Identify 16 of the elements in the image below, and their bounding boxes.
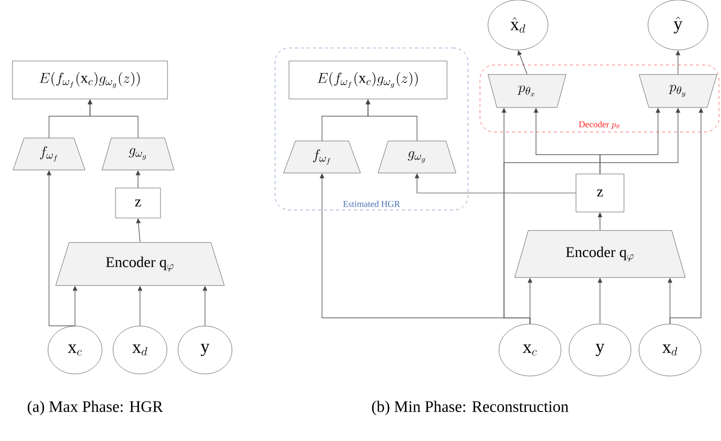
group-label: $\mathrm{Decoder}\ p_{\theta}$	[578, 121, 620, 129]
formula-box: $E(f_{\omega_f}(\mathrm{x}_c)g_{\omega_g}(z))$	[12, 60, 168, 100]
encoder-block: $\mathrm{Encoder}\ \mathrm{q}_{\varphi}$	[514, 230, 686, 278]
network-block: $g_{\omega_g}$	[102, 138, 174, 170]
encoder-block: $\mathrm{Encoder}\ \mathrm{q}_{\varphi}$	[56, 242, 225, 286]
caption: (a) Max Phase: HGR	[28, 400, 163, 416]
latent-box: $\mathrm{z}$	[115, 188, 161, 218]
network-block: $g_{\omega_g}$	[378, 140, 456, 174]
group-label: Estimated HGR	[343, 200, 400, 207]
network-block: $f_{\omega_f}$	[12, 138, 86, 170]
decoder-block: $p_{\theta_y}$	[638, 74, 718, 108]
network-block: $f_{\omega_f}$	[283, 140, 361, 174]
formula-box: $E(f_{\omega_f}(\mathrm{x}_c)g_{\omega_g}(z))$	[288, 60, 448, 100]
caption: (b) Min Phase: Reconstruction	[372, 400, 568, 416]
decoder-block: $p_{\theta_x}$	[488, 74, 566, 108]
latent-box: $\mathrm{z}$	[576, 174, 624, 212]
